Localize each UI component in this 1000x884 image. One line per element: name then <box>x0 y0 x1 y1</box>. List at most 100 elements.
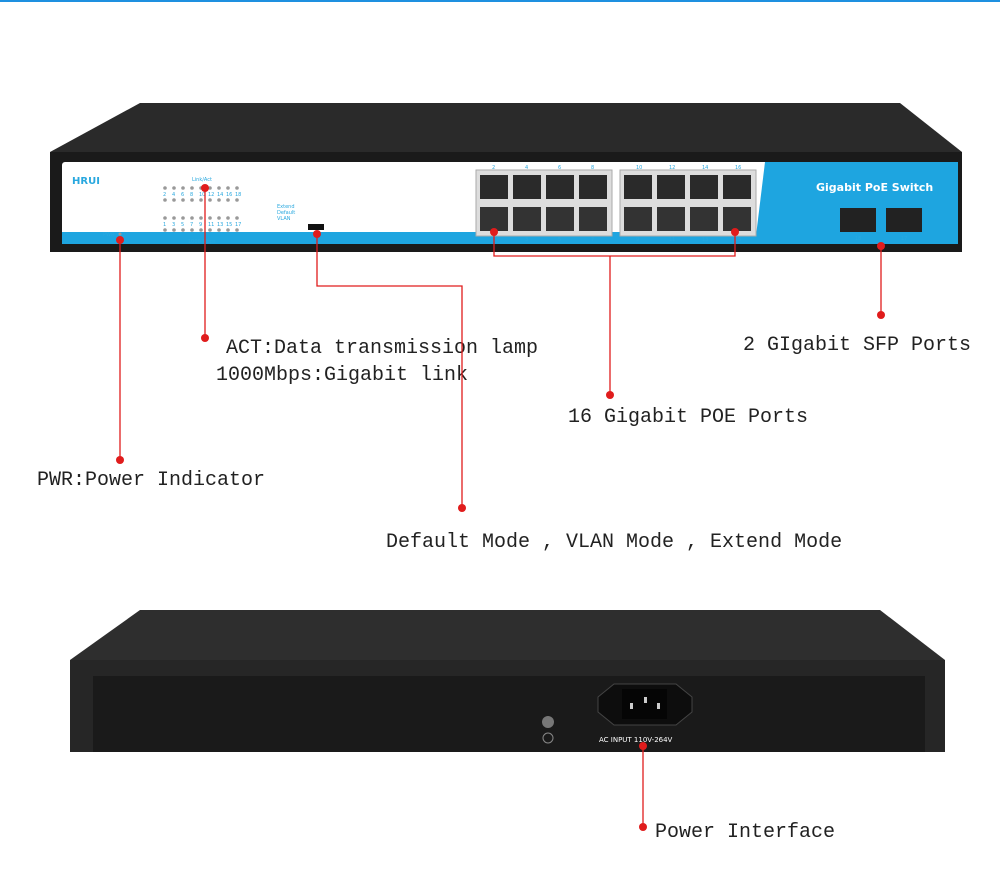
port-number: 14 <box>702 165 708 171</box>
port-led <box>217 216 221 220</box>
port-led <box>208 228 212 232</box>
pwr-led <box>118 232 122 236</box>
port-led <box>181 198 185 202</box>
port-led <box>208 198 212 202</box>
port-led <box>172 216 176 220</box>
rj45-port <box>480 175 508 199</box>
rj45-port <box>657 207 685 231</box>
port-led <box>172 198 176 202</box>
port-led <box>208 186 212 190</box>
port-led <box>190 228 194 232</box>
top-rule <box>0 0 1000 2</box>
mode-label-vlan: VLAN <box>277 216 291 222</box>
front-top-cover <box>50 103 962 152</box>
rj45-port <box>480 207 508 231</box>
led-top-label: Link/Act <box>192 177 212 183</box>
mode-switch[interactable] <box>308 224 324 230</box>
mode-label-default: Default <box>277 210 295 216</box>
led-number: 1 <box>163 222 166 228</box>
port-led <box>199 228 203 232</box>
led-bottom-label: 1000 Mbps <box>188 239 216 245</box>
callout-mode: Default Mode , VLAN Mode , Extend Mode <box>386 531 842 554</box>
led-number: 9 <box>199 222 202 228</box>
callout-power: Power Interface <box>655 821 835 844</box>
port-led <box>190 198 194 202</box>
led-number: 12 <box>208 192 214 198</box>
port-led <box>226 216 230 220</box>
led-number: 10 <box>199 192 205 198</box>
port-led <box>181 186 185 190</box>
rj45-port <box>723 207 751 231</box>
rj45-port <box>579 207 607 231</box>
port-led <box>190 186 194 190</box>
callout-sfp: 2 GIgabit SFP Ports <box>743 334 971 357</box>
port-number: 13 <box>702 237 708 243</box>
callout-1000mbps: 1000Mbps:Gigabit link <box>216 364 468 387</box>
port-led <box>217 186 221 190</box>
port-number: 5 <box>558 237 561 243</box>
led-number: 13 <box>217 222 223 228</box>
port-led <box>163 228 167 232</box>
led-number: 17 <box>235 222 241 228</box>
rj45-port <box>624 175 652 199</box>
led-number: 14 <box>217 192 223 198</box>
port-led <box>163 216 167 220</box>
port-led <box>199 216 203 220</box>
rj45-port <box>546 175 574 199</box>
port-led <box>235 186 239 190</box>
rear-switch: AC INPUT 110V-264V <box>70 610 945 752</box>
port-led <box>199 198 203 202</box>
port-led <box>217 198 221 202</box>
port-led <box>235 228 239 232</box>
led-number: 16 <box>226 192 232 198</box>
rj45-port <box>513 175 541 199</box>
port-led <box>226 198 230 202</box>
led-number: 15 <box>226 222 232 228</box>
led-number: 3 <box>172 222 175 228</box>
port-led <box>235 216 239 220</box>
port-number: 10 <box>636 165 642 171</box>
port-number: 11 <box>669 237 675 243</box>
rj45-port <box>690 207 718 231</box>
rj45-port <box>657 175 685 199</box>
pwr-label: PWR <box>103 232 115 238</box>
rear-top-cover <box>70 610 945 660</box>
sfp-number: 18 <box>855 236 861 242</box>
power-label: AC INPUT 110V-264V <box>599 736 673 744</box>
led-number: 4 <box>172 192 175 198</box>
callout-poe: 16 Gigabit POE Ports <box>568 406 808 429</box>
brand-logo: HRUI <box>72 176 100 187</box>
callout-act: ACT:Data transmission lamp <box>226 337 538 360</box>
led-number: 2 <box>163 192 166 198</box>
sfp-number: 17 <box>901 236 907 242</box>
led-number: 18 <box>235 192 241 198</box>
port-number: 12 <box>669 165 675 171</box>
led-number: 5 <box>181 222 184 228</box>
callout-pwr: PWR:Power Indicator <box>37 469 265 492</box>
port-number: 3 <box>525 237 528 243</box>
led-number: 7 <box>190 222 193 228</box>
port-number: 8 <box>591 165 594 171</box>
rj45-port <box>579 175 607 199</box>
port-number: 2 <box>492 165 495 171</box>
port-number: 4 <box>525 165 528 171</box>
port-led <box>217 228 221 232</box>
port-number: 6 <box>558 165 561 171</box>
led-number: 6 <box>181 192 184 198</box>
front-switch: HRUI Link/Act 1000 Mbps PWR 214365871091… <box>50 103 962 252</box>
port-led <box>163 186 167 190</box>
rj45-port <box>546 207 574 231</box>
port-number: 15 <box>735 237 741 243</box>
port-number: 9 <box>636 237 639 243</box>
port-led <box>226 228 230 232</box>
rj45-port <box>624 207 652 231</box>
port-led <box>172 228 176 232</box>
port-led <box>172 186 176 190</box>
led-number: 8 <box>190 192 193 198</box>
port-led <box>163 198 167 202</box>
port-led <box>208 216 212 220</box>
rj45-port <box>723 175 751 199</box>
port-number: 7 <box>591 237 594 243</box>
port-led <box>181 228 185 232</box>
sfp-port-18 <box>840 208 876 232</box>
